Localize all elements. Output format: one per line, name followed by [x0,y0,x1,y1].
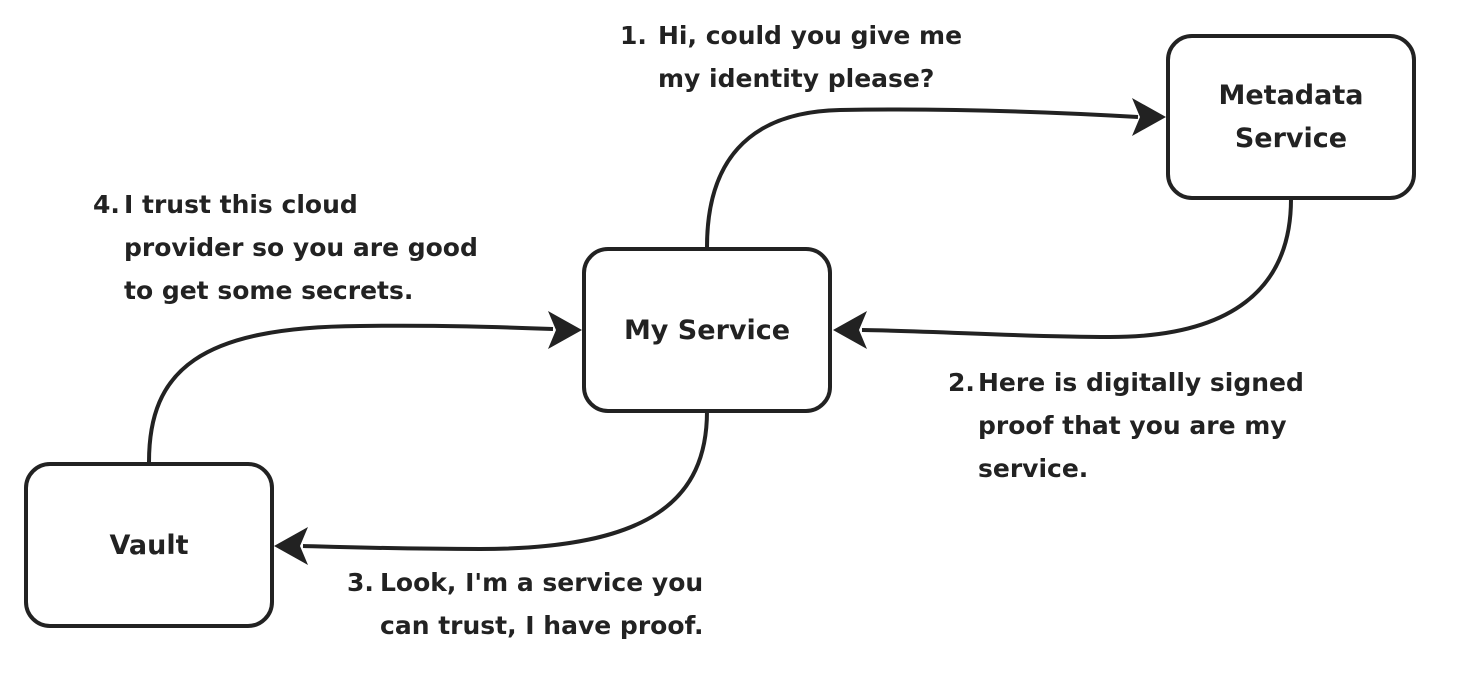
step-2-number: 2. [948,368,975,397]
metadata-service-label: Metadata Service [1218,80,1364,154]
step-1-text: Hi, could you give me my identity please… [658,14,962,100]
step-2-annotation: 2. Here is digitally signed proof that y… [948,361,1304,490]
my-service-node: My Service [582,247,832,413]
step-4-number: 4. [93,190,120,219]
vault-node: Vault [24,462,274,628]
step-3-line-2: can trust, I have proof. [380,611,704,640]
step-4-annotation: 4. I trust this cloud provider so you ar… [93,183,478,312]
edge-vault-to-my-service [147,323,554,463]
step-4-text: I trust this cloud provider so you are g… [124,183,478,312]
step-1-line-2: my identity please? [658,64,935,93]
arrowhead-to-my-service-left [548,311,582,349]
step-2-line-1: Here is digitally signed [978,368,1304,397]
step-3-annotation: 3. Look, I'm a service you can trust, I … [347,561,704,647]
edge-my-service-to-vault [302,410,709,552]
step-4-line-3: to get some secrets. [124,276,414,305]
step-4-line-1: I trust this cloud [124,190,358,219]
step-2-line-2: proof that you are my [978,411,1287,440]
step-2-line-3: service. [978,454,1089,483]
step-1-annotation: 1. Hi, could you give me my identity ple… [620,14,962,100]
edge-metadata-to-my-service [861,198,1293,340]
step-3-text: Look, I'm a service you can trust, I hav… [380,561,704,647]
vault-label: Vault [109,529,189,561]
arrowhead-to-my-service-right [833,311,867,349]
step-1-line-1: Hi, could you give me [658,21,963,50]
edge-my-service-to-metadata [705,107,1139,248]
step-3-number: 3. [347,568,374,597]
arrowhead-to-metadata [1132,98,1166,136]
step-1-number: 1. [620,21,647,50]
step-4-line-2: provider so you are good [124,233,478,262]
metadata-service-node: Metadata Service [1166,34,1416,200]
arrowhead-to-vault [274,527,308,565]
step-3-line-1: Look, I'm a service you [380,568,704,597]
step-2-text: Here is digitally signed proof that you … [978,361,1304,490]
my-service-label: My Service [623,314,791,346]
